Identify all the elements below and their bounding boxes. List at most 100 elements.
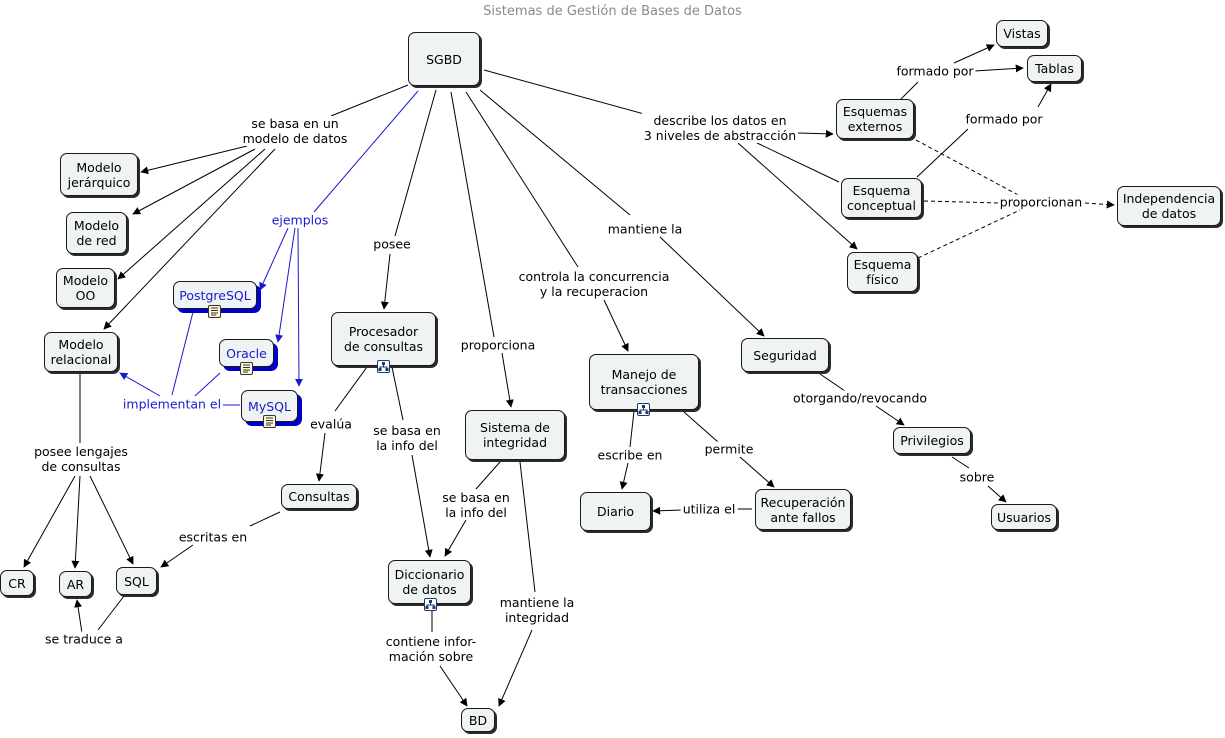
node-consultas[interactable]: Consultas (281, 484, 357, 509)
node-usuarios[interactable]: Usuarios (991, 504, 1057, 530)
line-basa-red (132, 148, 256, 215)
label-escritas-en: escritas en (176, 529, 250, 545)
label-mantiene-la: mantiene la (605, 221, 685, 237)
submap-icon[interactable] (424, 598, 437, 611)
label-permite: permite (702, 441, 756, 457)
node-sgbd-text: SGBD (426, 51, 462, 67)
line-conceptual-formado (916, 128, 969, 178)
node-consultas-text: Consultas (288, 489, 350, 504)
line-ejemplos-mysql (294, 227, 303, 387)
line-utiliza-diario (652, 506, 683, 515)
submap-icon[interactable] (377, 360, 390, 373)
line-integridad-basa (475, 461, 501, 490)
line-manejo-permite (683, 411, 719, 443)
node-mysql-text: MySQL (248, 398, 291, 414)
line-describe-externos (797, 129, 834, 138)
line-integridad-mantiene (519, 461, 536, 593)
line-escritas-sql (160, 544, 194, 568)
line-contiene-bd (439, 665, 468, 707)
line-mantiene-bd (498, 629, 533, 707)
line-formado-tablas (973, 64, 1024, 73)
line-basa-diccionario-2 (444, 519, 467, 557)
line-traduce-ar (74, 599, 83, 634)
line-sql-traduce (97, 595, 125, 631)
line-privilegios-sobre (951, 456, 970, 469)
label-utiliza-el: utiliza el (680, 501, 738, 517)
document-icon[interactable] (263, 415, 276, 428)
document-icon[interactable] (240, 362, 253, 375)
node-tablas[interactable]: Tablas (1027, 55, 1082, 82)
line-controla-manejo (603, 299, 629, 352)
label-sobre: sobre (957, 469, 997, 485)
map-title: Sistemas de Gestión de Bases de Datos (483, 4, 742, 19)
label-escribe-en: escribe en (595, 447, 665, 463)
node-seguridad[interactable]: Seguridad (741, 338, 829, 372)
line-sgbd-posee (394, 89, 437, 237)
line-sgbd-mantiene (479, 89, 631, 216)
line-formado2-tablas (1037, 83, 1052, 108)
node-vistas-text: Vistas (1003, 26, 1041, 41)
label-proporcionan: proporcionan (997, 194, 1085, 210)
submap-icon[interactable] (637, 403, 650, 416)
line-sgbd-proporciona (450, 91, 495, 338)
line-sgbd-controla (465, 91, 579, 268)
node-diario[interactable]: Diario (580, 492, 651, 531)
line-ejemplos-postgresql (259, 227, 289, 291)
node-cr[interactable]: CR (0, 570, 34, 596)
node-privilegios[interactable]: Privilegios (893, 427, 971, 454)
line-sgbd-ejemplos (313, 90, 419, 213)
line-describe-fisico (737, 142, 858, 250)
node-ar-text: AR (66, 576, 85, 592)
line-posee-procesador (380, 253, 391, 310)
node-vistas[interactable]: Vistas (996, 20, 1048, 47)
node-ar[interactable]: AR (59, 571, 92, 597)
line-consultas-escritas (249, 511, 281, 527)
line-ejemplos-oracle (275, 227, 296, 343)
node-sql[interactable]: SQL (116, 567, 157, 595)
document-icon[interactable] (208, 305, 221, 318)
line-proporcionan-independencia (1084, 200, 1115, 209)
line-basa-jerarquico (140, 145, 248, 175)
line-fisico-proporcionan (917, 209, 1021, 259)
node-mysql[interactable]: MySQL (241, 390, 298, 422)
line-basa-oo (117, 148, 266, 280)
node-sgbd[interactable]: SGBD (408, 32, 480, 86)
node-oracle-text: Oracle (226, 345, 267, 361)
node-cr-text: CR (8, 575, 26, 591)
node-bd[interactable]: BD (461, 708, 495, 732)
label-formado-por-1: formado por (894, 63, 976, 79)
node-postgresql-text: PostgreSQL (179, 287, 251, 303)
line-proporciona-integridad (501, 352, 514, 408)
line-postgresql-implementan (171, 311, 194, 396)
line-basa-relacional (103, 148, 276, 330)
